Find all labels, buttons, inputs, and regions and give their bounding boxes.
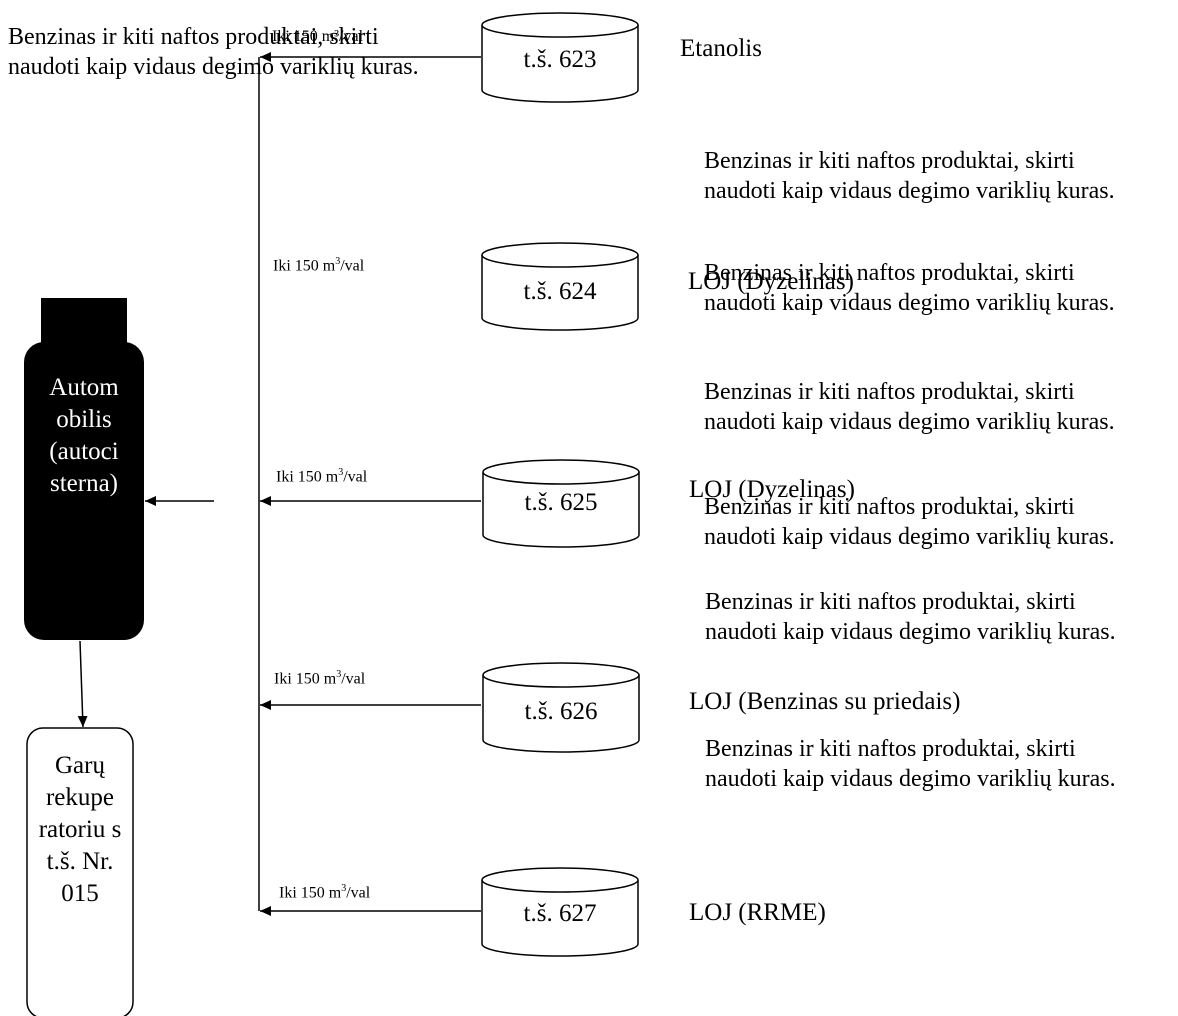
description-2: Benzinas ir kiti naftos produktai, skirt… (704, 260, 1115, 316)
description-4: Benzinas ir kiti naftos produktai, skirt… (704, 494, 1115, 550)
tank-623-label: t.š. 623 (523, 46, 597, 73)
tank-624-label: t.š. 624 (523, 278, 597, 305)
product-623: Etanolis (680, 35, 762, 62)
description-1: Benzinas ir kiti naftos produktai, skirt… (704, 148, 1115, 204)
description-3: Benzinas ir kiti naftos produktai, skirt… (704, 379, 1115, 435)
tank-627-label: t.š. 627 (523, 900, 597, 927)
flow-label-626: Iki 150 m3/val (274, 669, 366, 688)
recuperator-label: Garų rekupe ratoriu s t.š. Nr. 015 (38, 752, 122, 907)
flow-label-624: Iki 150 m3/val (273, 256, 365, 275)
tank-626-label: t.š. 626 (524, 698, 598, 725)
flow-label-627: Iki 150 m3/val (279, 883, 371, 902)
tank-624 (481, 242, 639, 331)
flow-label-625: Iki 150 m3/val (276, 467, 368, 486)
vehicle-tanker-shape (24, 298, 144, 640)
tank-626 (482, 662, 640, 753)
product-627: LOJ (RRME) (689, 899, 826, 926)
flow-label-623: Iki 150 m³/val (272, 28, 364, 45)
tank-627 (481, 867, 639, 957)
tank-625 (482, 459, 640, 548)
flow-arrow-to-recuperator (77, 640, 88, 728)
description-6: Benzinas ir kiti naftos produktai, skirt… (705, 736, 1116, 792)
tank-623 (481, 12, 639, 103)
description-5: Benzinas ir kiti naftos produktai, skirt… (705, 589, 1116, 645)
recuperator-box (26, 727, 134, 1016)
product-625: LOJ (Dyzelinas) (689, 476, 855, 503)
product-624: LOJ (Dyzelinas) (688, 268, 854, 295)
product-626: LOJ (Benzinas su priedais) (689, 688, 961, 715)
vehicle-label: Autom obilis (autoci sterna) (49, 374, 119, 497)
description-top-left: Benzinas ir kiti naftos produktai, skirt… (8, 24, 419, 80)
tank-625-label: t.š. 625 (524, 489, 598, 516)
